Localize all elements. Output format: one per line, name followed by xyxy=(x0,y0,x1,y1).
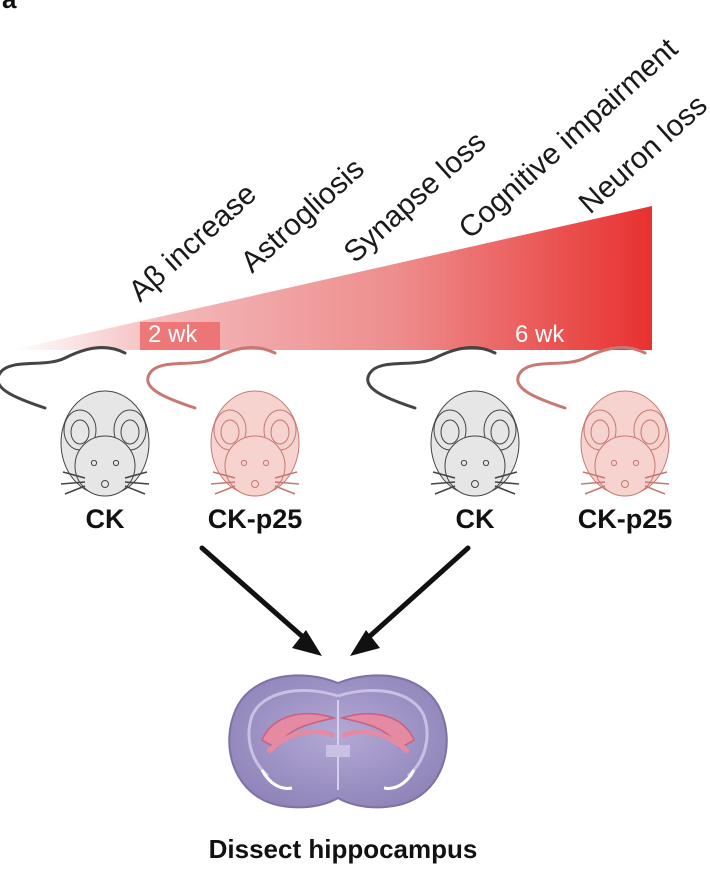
panel-label: a xyxy=(2,0,17,14)
timepoint-label: 6 wk xyxy=(515,321,565,348)
mouse-label: CK xyxy=(456,504,495,534)
mouse-icon xyxy=(366,346,521,498)
mouse-label: CK-p25 xyxy=(578,504,673,534)
timepoint-2wk-bar xyxy=(140,322,220,350)
caption: Dissect hippocampus xyxy=(209,834,478,864)
brain-section xyxy=(228,674,448,809)
mouse-icon xyxy=(0,346,151,498)
mouse-label: CK-p25 xyxy=(208,504,303,534)
stage-label: Aβ increase xyxy=(123,177,263,308)
mouse-label: CK xyxy=(86,504,125,534)
timepoint-label: 2 wk xyxy=(148,321,198,348)
progression-wedge xyxy=(12,206,652,350)
arrow-right xyxy=(350,545,471,656)
mouse-icon xyxy=(516,346,671,498)
mouse-icon xyxy=(146,346,301,498)
arrow-left xyxy=(199,545,322,656)
